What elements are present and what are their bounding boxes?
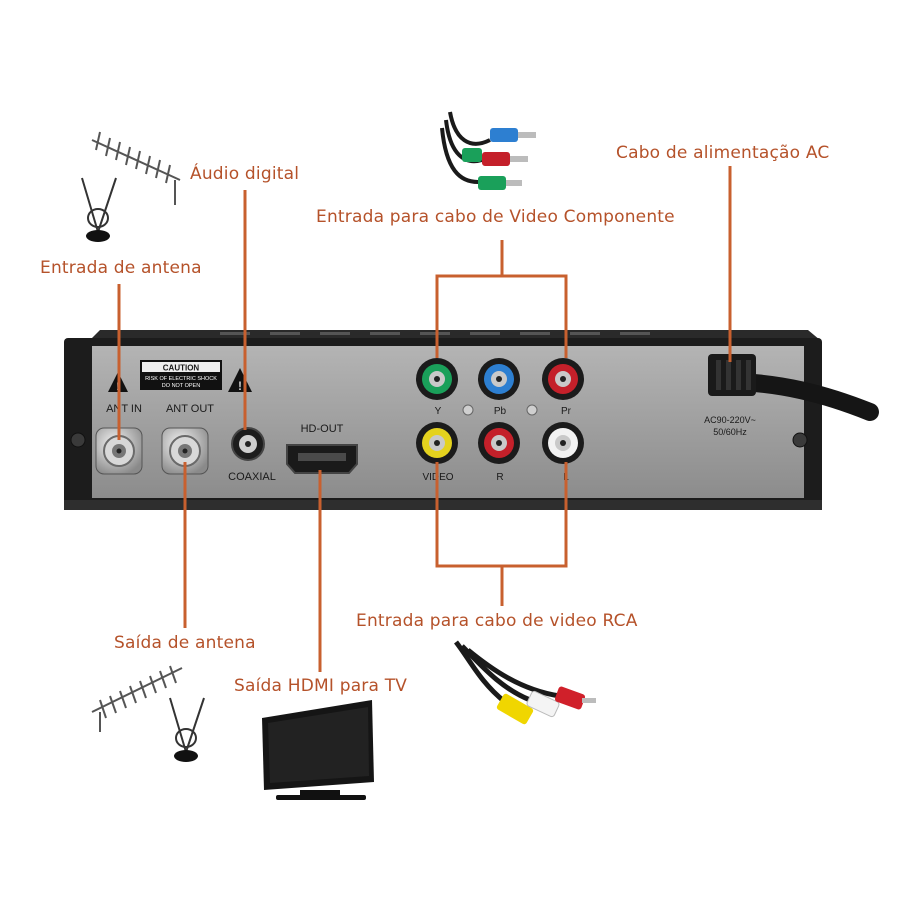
- callout-hdmi-out: Saída HDMI para TV: [234, 676, 408, 696]
- ant-in-connector: [95, 427, 143, 475]
- tv-icon: [262, 700, 374, 800]
- caution-title: CAUTION: [163, 364, 200, 373]
- panel-screw: [462, 404, 474, 416]
- label-pb: Pb: [494, 406, 507, 417]
- yagi-antenna-icon: [91, 131, 181, 205]
- coaxial-connector: [231, 427, 265, 461]
- callout-antenna-out: Saída de antena: [114, 633, 256, 653]
- box-vents: [220, 332, 650, 335]
- component-cable-icon: [440, 111, 536, 190]
- jack-video: [416, 422, 458, 464]
- rca-cable-icon: [454, 640, 596, 725]
- yagi-antenna-icon: [91, 665, 183, 732]
- panel-screw: [526, 404, 538, 416]
- hdmi-connector: [286, 444, 358, 474]
- caution-line2: DO NOT OPEN: [162, 383, 200, 389]
- svg-text:!: !: [238, 379, 242, 393]
- hd-out-label: HD-OUT: [301, 423, 344, 435]
- callout-component-video: Entrada para cabo de Video Componente: [316, 207, 675, 227]
- box-bottom: [64, 500, 822, 510]
- caution-label: CAUTION RISK OF ELECTRIC SHOCK DO NOT OP…: [140, 360, 222, 390]
- screw-left: [70, 432, 86, 448]
- jack-pb: [478, 358, 520, 400]
- ant-out-label: ANT OUT: [166, 403, 214, 415]
- label-r: R: [496, 472, 503, 483]
- leader-lines: [117, 166, 732, 672]
- callout-ac-cable: Cabo de alimentação AC: [616, 143, 830, 163]
- jack-l: [542, 422, 584, 464]
- jack-y: [416, 358, 458, 400]
- coaxial-label: COAXIAL: [228, 471, 276, 483]
- label-y: Y: [435, 406, 442, 417]
- callout-rca-video: Entrada para cabo de video RCA: [356, 611, 638, 631]
- jack-pr: [542, 358, 584, 400]
- rabbit-ear-antenna-icon: [81, 177, 117, 242]
- callout-antenna-in: Entrada de antena: [40, 258, 202, 278]
- screw-right: [792, 432, 808, 448]
- label-pr: Pr: [561, 406, 572, 417]
- power-cable: [708, 354, 879, 421]
- callout-audio-digital: Áudio digital: [190, 164, 300, 184]
- power-label-line1: AC90-220V~: [704, 415, 756, 425]
- ant-out-connector: [161, 427, 209, 475]
- jack-r: [478, 422, 520, 464]
- ant-in-label: ANT IN: [106, 403, 142, 415]
- power-label-line2: 50/60Hz: [713, 427, 747, 437]
- caution-line1: RISK OF ELECTRIC SHOCK: [145, 376, 217, 382]
- rabbit-ear-antenna-icon: [169, 697, 205, 762]
